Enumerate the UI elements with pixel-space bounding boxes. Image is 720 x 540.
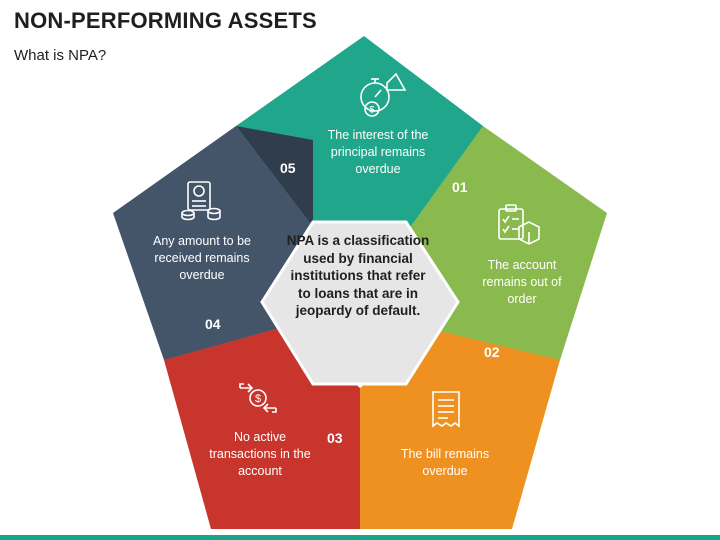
center-hexagon [260, 220, 460, 386]
svg-text:$: $ [369, 105, 374, 115]
segment-02-label: The account remains out of order [482, 258, 562, 306]
segment-03-number: 03 [327, 430, 343, 446]
segment-03-label: The bill remains overdue [400, 447, 490, 478]
segment-05-fold [236, 126, 313, 227]
page-title: NON-PERFORMING ASSETS [14, 8, 317, 33]
bottom-accent-bar [0, 535, 720, 540]
dollar-exchange-icon: $ [239, 383, 277, 413]
bill-document-icon [432, 391, 460, 428]
checklist-box-icon [498, 204, 540, 245]
segment-01-label: The interest of the principal remains ov… [327, 128, 429, 176]
segment-05-label: Any amount to be received remains overdu… [153, 234, 251, 282]
svg-text:$: $ [255, 393, 261, 405]
segment-04-number: 04 [205, 316, 221, 332]
segment-01-number: 01 [452, 179, 468, 195]
segment-04-label: No active transactions in the account [209, 430, 311, 478]
segment-02-number: 02 [484, 344, 500, 360]
center-definition: NPA is a classification used by financia… [286, 233, 430, 318]
invoice-coins-icon [181, 181, 221, 221]
stopwatch-money-icon: $ [360, 72, 407, 117]
page-subtitle: What is NPA? [14, 47, 107, 64]
segment-05-number: 05 [280, 160, 296, 176]
